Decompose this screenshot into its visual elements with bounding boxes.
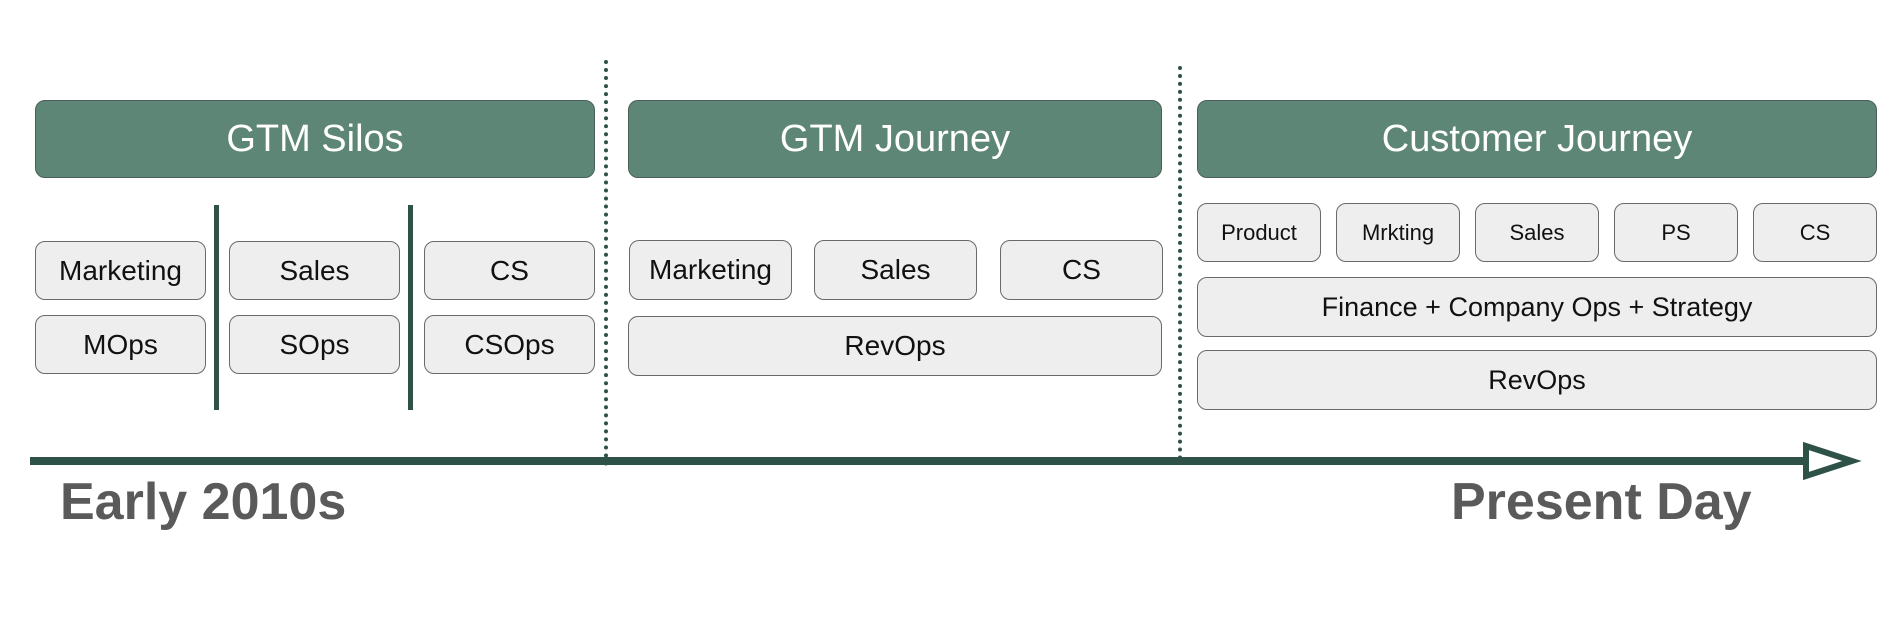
silo-cs-box: CS [424,241,595,300]
silo-divider-1 [214,205,219,410]
silo-sops-box: SOps [229,315,400,374]
silo-divider-2 [408,205,413,410]
era-separator-2 [1178,66,1186,460]
cj-cs-box: CS [1753,203,1877,262]
cj-finance-ops-strategy-box: Finance + Company Ops + Strategy [1197,277,1877,337]
silo-marketing-box: Marketing [35,241,206,300]
journey-marketing-box: Marketing [629,240,792,300]
journey-revops-box: RevOps [628,316,1162,376]
cj-revops-box: RevOps [1197,350,1877,410]
header-customer-journey: Customer Journey [1197,100,1877,178]
timeline-end-label: Present Day [1451,473,1752,531]
header-gtm-silos: GTM Silos [35,100,595,178]
silo-mops-box: MOps [35,315,206,374]
cj-mrkting-box: Mrkting [1336,203,1460,262]
era-separator-1 [604,60,612,466]
silo-sales-box: Sales [229,241,400,300]
cj-product-box: Product [1197,203,1321,262]
timeline-arrowhead [1803,441,1862,481]
header-gtm-journey: GTM Journey [628,100,1162,178]
journey-sales-box: Sales [814,240,977,300]
cj-sales-box: Sales [1475,203,1599,262]
cj-ps-box: PS [1614,203,1738,262]
journey-cs-box: CS [1000,240,1163,300]
timeline-start-label: Early 2010s [60,473,347,531]
silo-csops-box: CSOps [424,315,595,374]
